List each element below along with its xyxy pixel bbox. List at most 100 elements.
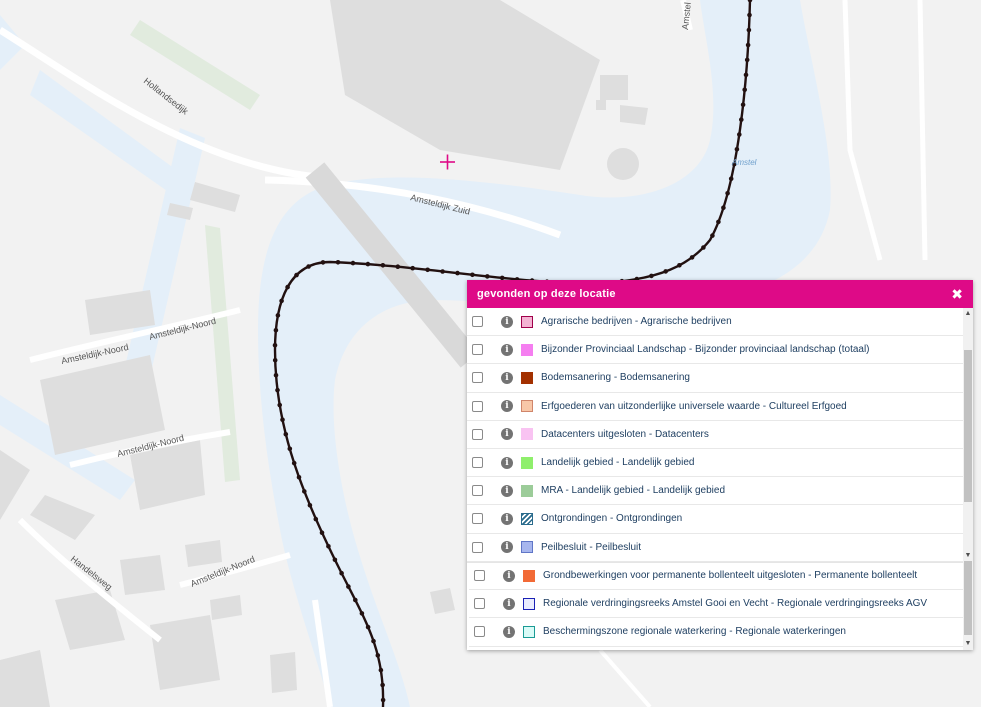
scroll-up-arrow-icon[interactable]: ▲ — [964, 310, 972, 317]
popup-title: gevonden op deze locatie — [477, 288, 616, 300]
info-icon[interactable]: i — [501, 371, 513, 384]
route-vertex — [395, 264, 401, 270]
layer-row[interactable]: i Erfgoederen van uitzonderlijke universe… — [467, 393, 963, 421]
outer-scrollbar[interactable]: ▼ — [963, 561, 973, 650]
route-vertex — [273, 372, 279, 378]
route-vertex — [470, 272, 475, 278]
info-icon[interactable]: i — [503, 597, 515, 610]
water-label: Amstel — [731, 158, 757, 167]
route-vertex — [747, 0, 753, 3]
layer-checkbox[interactable] — [472, 457, 483, 469]
route-vertex — [739, 117, 744, 122]
building — [607, 148, 639, 180]
road-amsteldijk-noord — [179, 552, 291, 588]
popup-header: gevonden op deze locatie ✖ — [467, 280, 973, 308]
layer-label: Datacenters uitgesloten - Datacenters — [541, 428, 709, 440]
layer-checkbox[interactable] — [472, 541, 483, 553]
route-vertex — [332, 557, 338, 563]
route-vertex — [740, 102, 746, 107]
layer-row[interactable]: i MRA - Landelijk gebied - Landelijk gebi… — [467, 477, 963, 506]
route-vertex — [710, 233, 715, 238]
road-amsteldijk-zuid — [264, 176, 562, 239]
layer-row[interactable]: i Ontgrondingen - Ontgrondingen — [467, 505, 963, 534]
building — [167, 203, 193, 220]
layer-label: Ontgrondingen - Ontgrondingen — [541, 513, 683, 525]
route-vertex — [455, 270, 460, 276]
layer-checkbox[interactable] — [472, 344, 483, 356]
route-vertex — [339, 570, 344, 576]
outer-scroll-down-arrow-icon[interactable]: ▼ — [964, 640, 972, 647]
layer-checkbox[interactable] — [472, 316, 483, 328]
layer-row[interactable]: i Bodemsanering - Bodemsanering — [467, 364, 963, 393]
info-icon[interactable]: i — [501, 541, 513, 554]
layer-checkbox[interactable] — [472, 372, 483, 384]
layer-checkbox[interactable] — [474, 570, 485, 582]
bridge — [305, 162, 480, 368]
route-vertex — [677, 263, 682, 268]
close-icon[interactable]: ✖ — [951, 286, 963, 302]
route-vertex — [721, 205, 726, 210]
crosshair-icon[interactable] — [440, 154, 455, 170]
legend-swatch — [521, 484, 533, 497]
layer-label: Bodemsanering - Bodemsanering — [541, 372, 690, 384]
route-vertex — [380, 697, 386, 703]
legend-swatch — [521, 400, 533, 413]
route-vertex — [734, 147, 740, 152]
outer-scrollbar-thumb[interactable] — [964, 561, 972, 635]
building — [190, 182, 240, 212]
info-icon[interactable]: i — [501, 343, 513, 356]
route-vertex — [378, 667, 384, 673]
building — [270, 652, 297, 693]
route-vertex — [725, 191, 730, 196]
info-icon[interactable]: i — [503, 625, 515, 638]
layer-label: Landelijk gebied - Landelijk gebied — [541, 457, 695, 469]
road-amsteldijk-noord — [69, 429, 231, 468]
route-vertex — [307, 503, 313, 508]
scroll-down-arrow-icon[interactable]: ▼ — [964, 552, 972, 559]
route-vertex — [287, 446, 293, 452]
building — [85, 290, 155, 335]
info-icon[interactable]: i — [503, 569, 515, 582]
route-vertex — [499, 275, 505, 281]
layer-checkbox[interactable] — [472, 513, 483, 525]
layer-row[interactable]: i Datacenters uitgesloten - Datacenters — [467, 421, 963, 449]
route-vertex — [353, 597, 358, 603]
layer-checkbox[interactable] — [472, 400, 483, 412]
route-vertex — [365, 624, 371, 630]
info-icon[interactable]: i — [501, 428, 513, 441]
green-strip — [205, 225, 240, 482]
info-icon[interactable]: i — [501, 400, 513, 413]
layer-label: MRA - Landelijk gebied - Landelijk gebie… — [541, 485, 726, 497]
route-vertex — [280, 417, 285, 423]
route-vertex — [313, 516, 319, 522]
route-vertex — [350, 260, 356, 266]
info-icon[interactable]: i — [501, 456, 513, 469]
layer-label: Erfgoederen van uitzonderlijke universel… — [541, 400, 847, 412]
scrollbar-thumb[interactable] — [964, 350, 972, 502]
route-vertex — [365, 261, 371, 267]
layer-checkbox[interactable] — [474, 626, 485, 638]
layer-checkbox[interactable] — [474, 598, 485, 610]
info-icon[interactable]: i — [501, 512, 513, 525]
info-icon[interactable]: i — [501, 315, 513, 328]
legend-swatch — [523, 597, 535, 610]
layer-row[interactable]: i Landelijk gebied - Landelijk gebied — [467, 449, 963, 478]
layer-checkbox[interactable] — [472, 428, 483, 440]
route-vertex — [275, 313, 281, 318]
amstel-river — [258, 0, 831, 707]
layer-checkbox[interactable] — [472, 485, 483, 497]
info-icon[interactable]: i — [501, 484, 513, 497]
route-vertex — [294, 272, 299, 278]
building — [620, 105, 648, 125]
results-scrollbar[interactable]: ▲ ▼ — [963, 308, 973, 562]
road-handelsweg — [17, 517, 162, 643]
